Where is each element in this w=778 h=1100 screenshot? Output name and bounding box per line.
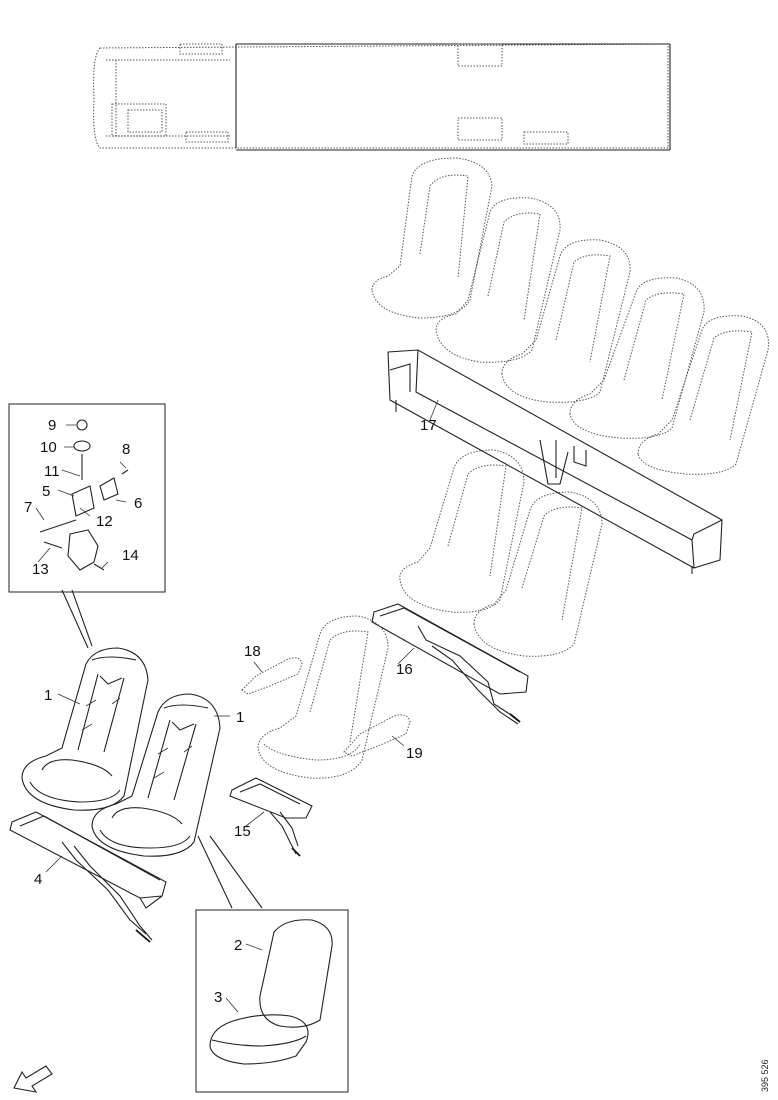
callout-17: 17: [420, 417, 437, 434]
callout-13: 13: [32, 561, 49, 578]
reference-code: 395 526: [760, 1059, 770, 1092]
two-seat-unit: [371, 449, 603, 725]
callout-15: 15: [234, 823, 251, 840]
callout-2: 2: [234, 937, 242, 954]
leader-lines: [45, 399, 439, 873]
callout-1-right: 1: [236, 709, 244, 726]
callout-12: 12: [96, 513, 113, 530]
cushion-detail-box: [195, 835, 349, 1093]
callout-19: 19: [406, 745, 423, 762]
five-seat-bench: [371, 157, 769, 574]
callout-4: 4: [34, 871, 42, 888]
direction-arrow-icon: [13, 1065, 53, 1093]
callout-5: 5: [42, 483, 50, 500]
callout-7: 7: [24, 499, 32, 516]
callout-8: 8: [122, 441, 130, 458]
callout-3: 3: [214, 989, 222, 1006]
callout-6: 6: [134, 495, 142, 512]
callout-14: 14: [122, 547, 139, 564]
callout-1-left: 1: [44, 687, 52, 704]
callout-9: 9: [48, 417, 56, 434]
bus-plan-view: [93, 43, 671, 151]
mechanism-detail-box: [8, 403, 166, 649]
callout-10: 10: [40, 439, 57, 456]
callout-11: 11: [44, 463, 60, 480]
callout-16: 16: [396, 661, 413, 678]
single-seat-unit: [229, 615, 411, 857]
two-seat-front-unit: [9, 647, 221, 943]
callout-18: 18: [244, 643, 261, 660]
callouts: 1 1 2 3 4 5 6 7 8 9 10 11 12 13 14 15 16…: [24, 417, 437, 1006]
